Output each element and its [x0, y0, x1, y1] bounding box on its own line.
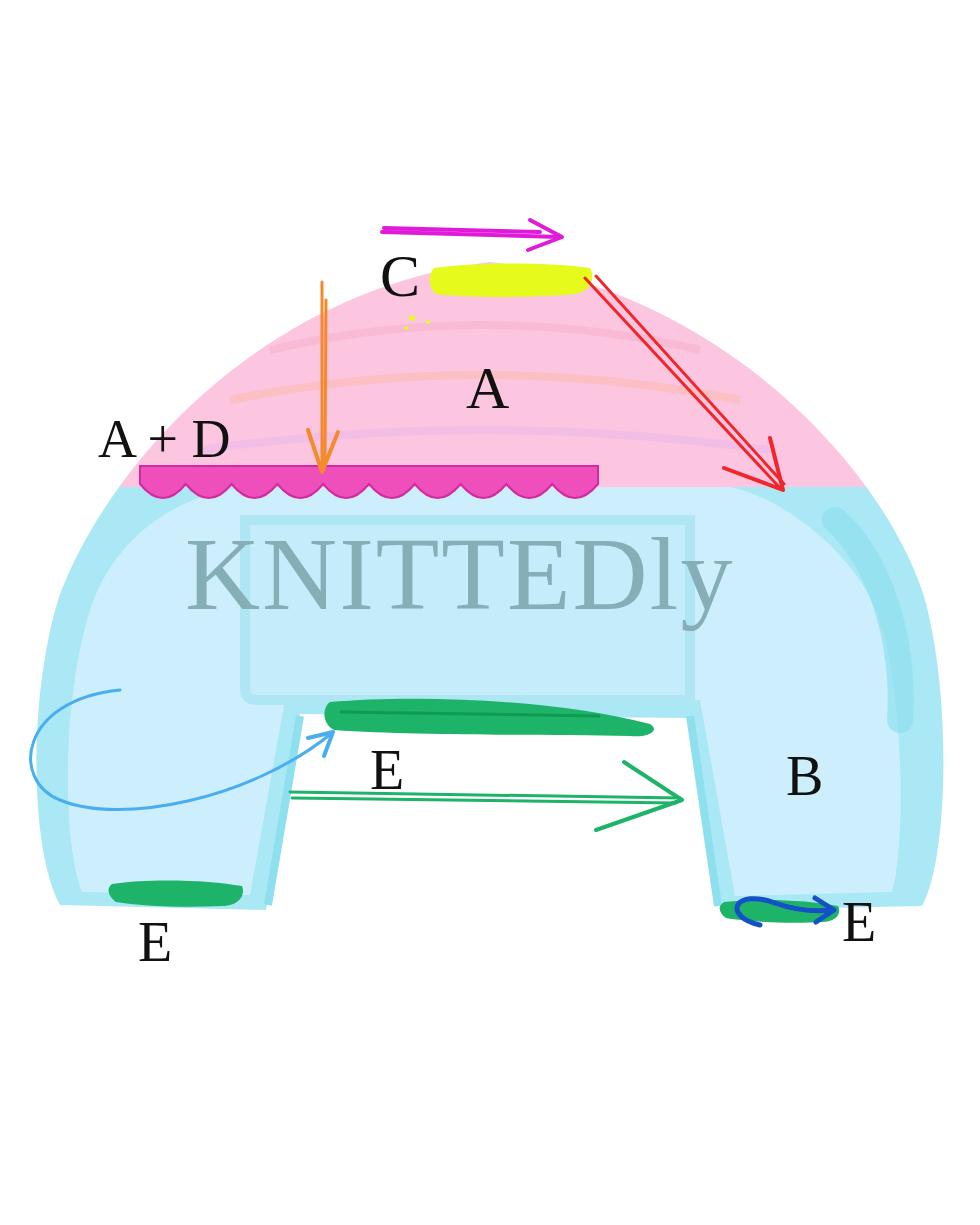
magenta-arrow: [382, 228, 560, 237]
arrow-head: [308, 732, 333, 756]
arrow-head: [815, 898, 834, 922]
yoke-pattern: [270, 325, 700, 350]
orange-arrow: [322, 282, 326, 470]
yellow-brush: [430, 264, 593, 298]
part-letter: A + D: [98, 412, 230, 466]
arrow-head: [528, 220, 562, 250]
part-letter: E: [138, 914, 172, 970]
green-strokes: [109, 699, 840, 923]
arrow-head: [308, 430, 338, 472]
yoke-pattern: [200, 430, 770, 450]
direction-arrows: [31, 220, 834, 925]
part-letter: C: [380, 246, 420, 306]
part-letter: B: [786, 748, 823, 804]
scallop-band: [140, 466, 598, 498]
green-arrow: [290, 792, 680, 803]
sweater-yoke: [36, 262, 943, 487]
red-arrow: [585, 276, 784, 488]
sleeve-shade: [835, 520, 901, 720]
paint-dot: [426, 320, 430, 324]
brush-streak: [340, 712, 600, 716]
arrow-head: [596, 762, 682, 830]
part-letter: E: [370, 742, 404, 798]
sleeve-seam: [690, 716, 718, 906]
scallop-edge: [140, 466, 598, 498]
part-letter: E: [842, 894, 876, 950]
sweater-body: [36, 262, 943, 910]
part-letter: A: [466, 358, 509, 418]
watermark: KNITTEDly: [185, 522, 734, 626]
sleeve-seam: [268, 716, 300, 905]
paint-dot: [404, 326, 408, 330]
green-brush: [324, 699, 653, 737]
light-blue-arrow: [31, 690, 332, 810]
green-brush: [109, 880, 244, 906]
arrow-head: [724, 438, 783, 490]
paint-dot: [409, 315, 415, 321]
sweater-blue-inner: [68, 487, 901, 896]
sweater-blue: [36, 487, 943, 910]
